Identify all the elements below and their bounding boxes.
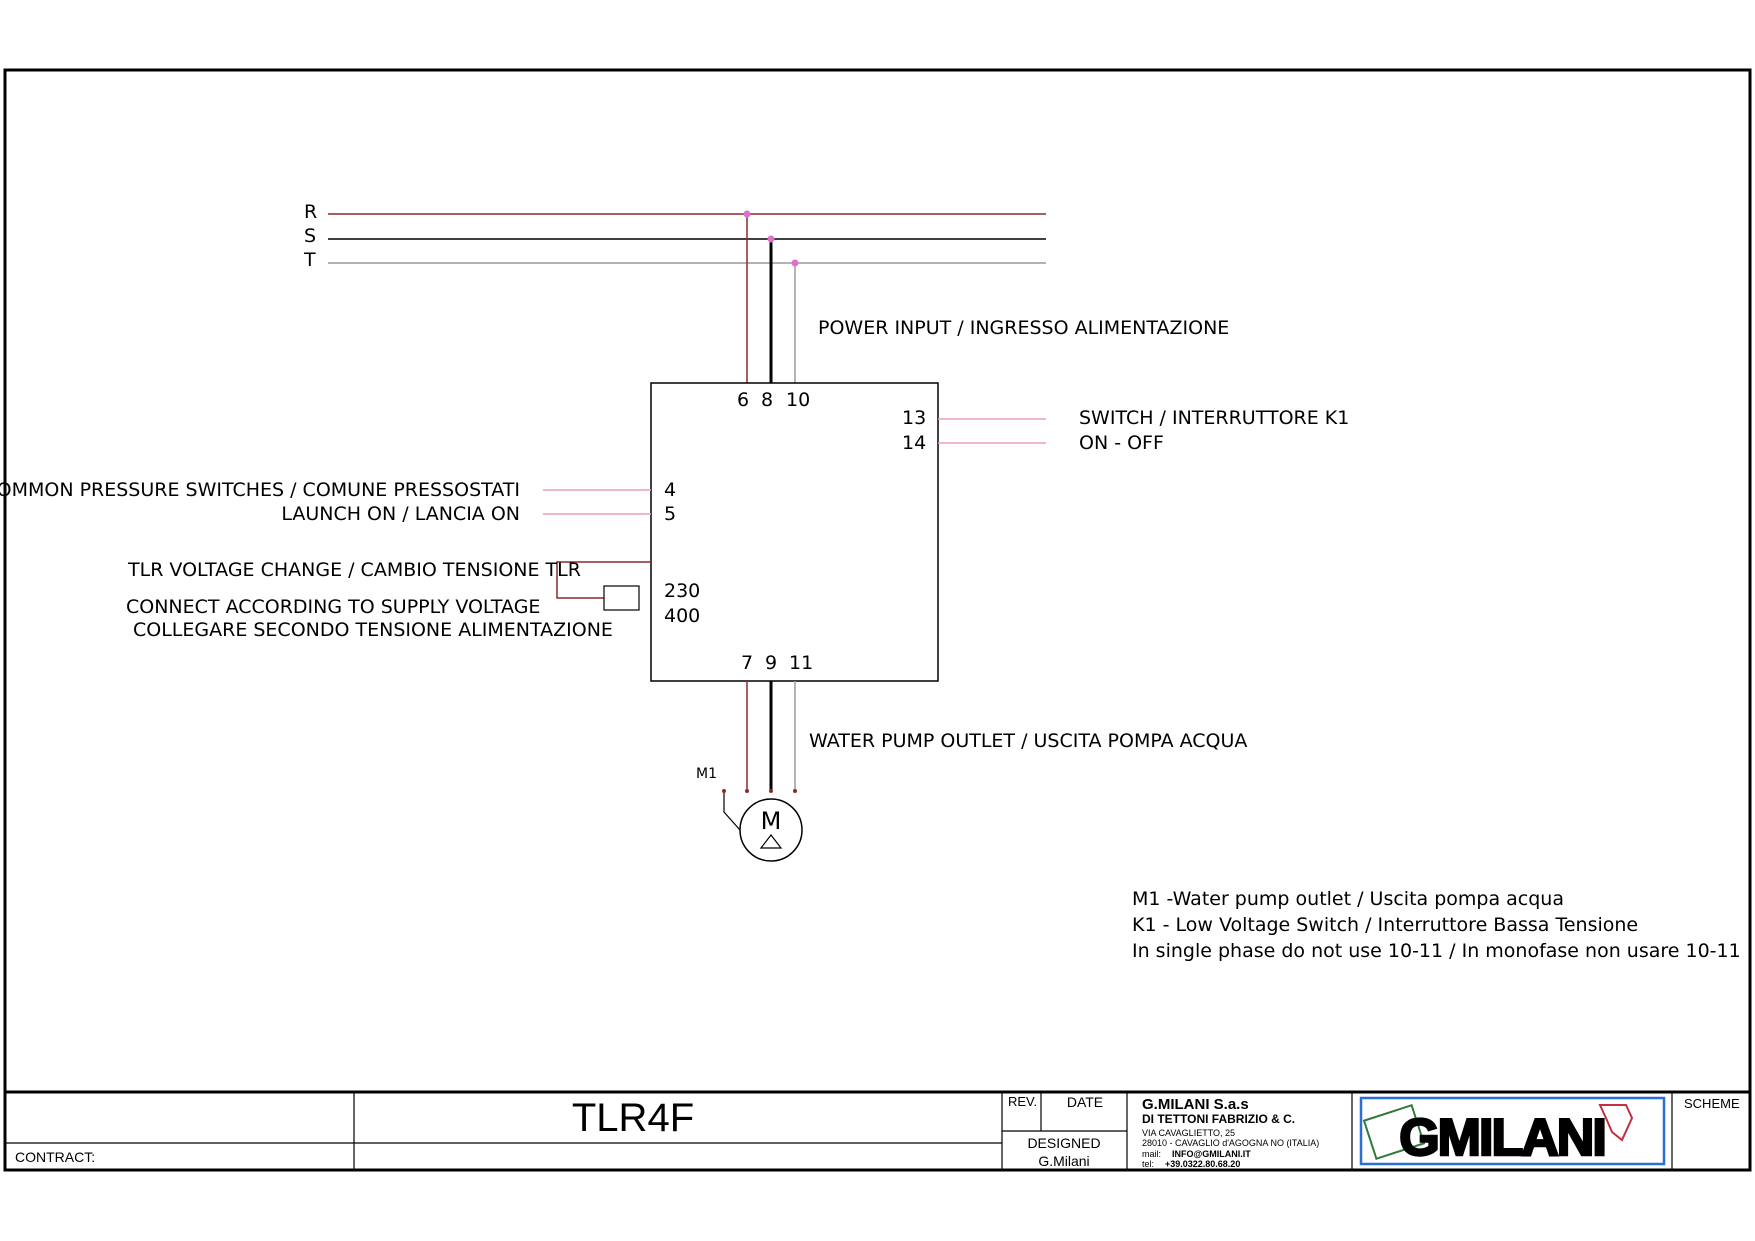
date-label: DATE [1067,1094,1103,1110]
switch-label: SWITCH / INTERRUTTORE K1 [1079,407,1349,429]
motor-symbol [739,798,803,862]
motor-tag-dot [722,789,726,793]
logo-washer-icon [1362,1103,1426,1161]
voltage-change-label: TLR VOLTAGE CHANGE / CAMBIO TENSIONE TLR [127,559,581,581]
junction-s [767,235,775,243]
contract-label: CONTRACT: [15,1149,95,1165]
terminal-11: 11 [789,652,813,674]
logo-text: GMILANI [1399,1109,1605,1167]
company-logo: GMILANI [1359,1096,1666,1168]
motor-triangle-icon [759,834,783,849]
phase-s-label: S [304,225,316,247]
designer-name: G.Milani [1038,1153,1089,1169]
terminal-9: 9 [765,652,777,674]
note-2: K1 - Low Voltage Switch / Interruttore B… [1132,914,1638,936]
connect-label-1: CONNECT ACCORDING TO SUPPLY VOLTAGE [126,596,540,618]
tel-label: tel: [1142,1159,1154,1169]
note-1: M1 -Water pump outlet / Uscita pompa acq… [1132,888,1564,910]
motor-junction-s [769,789,773,793]
designed-label: DESIGNED [1027,1135,1100,1151]
drawing-frame [3,68,1752,1172]
company-address-1: VIA CAVAGLIETTO, 25 [1142,1128,1235,1138]
motor-tag: M1 [696,766,717,782]
motor-junction-r [745,789,749,793]
voltage-230: 230 [664,580,700,602]
terminal-13: 13 [902,407,926,429]
motor-tag-leader [723,791,741,831]
terminal-4: 4 [664,479,676,501]
junction-r [743,210,751,218]
water-pump-outlet-label: WATER PUMP OUTLET / USCITA POMPA ACQUA [809,730,1247,752]
phase-t-label: T [303,249,316,271]
logo-spray-gun-icon [1598,1104,1634,1142]
note-3: In single phase do not use 10-11 / In mo… [1132,940,1741,962]
scheme-label: SCHEME [1684,1096,1740,1111]
terminal-14: 14 [902,432,926,454]
company-name: G.MILANI S.a.s [1142,1096,1249,1113]
terminal-7: 7 [741,652,753,674]
voltage-jumper-wire [556,561,651,599]
launch-on-label: LAUNCH ON / LANCIA ON [281,503,520,525]
title-block [5,1090,1750,1170]
junction-t [791,259,799,267]
connect-label-2: COLLEGARE SECONDO TENSIONE ALIMENTAZIONE [133,619,613,641]
rev-label: REV. [1008,1094,1037,1109]
common-pressure-label: COMMON PRESSURE SWITCHES / COMUNE PRESSO… [0,479,520,501]
motor-letter: M [761,807,782,835]
company-sub: DI TETTONI FABRIZIO & C. [1142,1112,1295,1126]
phase-r-label: R [304,201,317,223]
terminal-6: 6 [737,389,749,411]
logo-frame [1359,1096,1666,1166]
company-tel: +39.0322.80.68.20 [1165,1159,1240,1169]
company-mail: INFO@GMILANI.IT [1172,1149,1251,1159]
controller-box [650,382,939,682]
voltage-400: 400 [664,605,700,627]
voltage-jumper [603,585,640,611]
power-input-label: POWER INPUT / INGRESSO ALIMENTAZIONE [818,317,1229,339]
company-address-2: 28010 - CAVAGLIO d'AGOGNA NO (ITALIA) [1142,1138,1319,1148]
motor-junction-t [793,789,797,793]
drawing-title: TLR4F [572,1096,694,1140]
terminal-5: 5 [664,503,676,525]
terminal-8: 8 [761,389,773,411]
terminal-10: 10 [786,389,810,411]
on-off-label: ON - OFF [1079,432,1164,454]
mail-label: mail: [1142,1149,1161,1159]
